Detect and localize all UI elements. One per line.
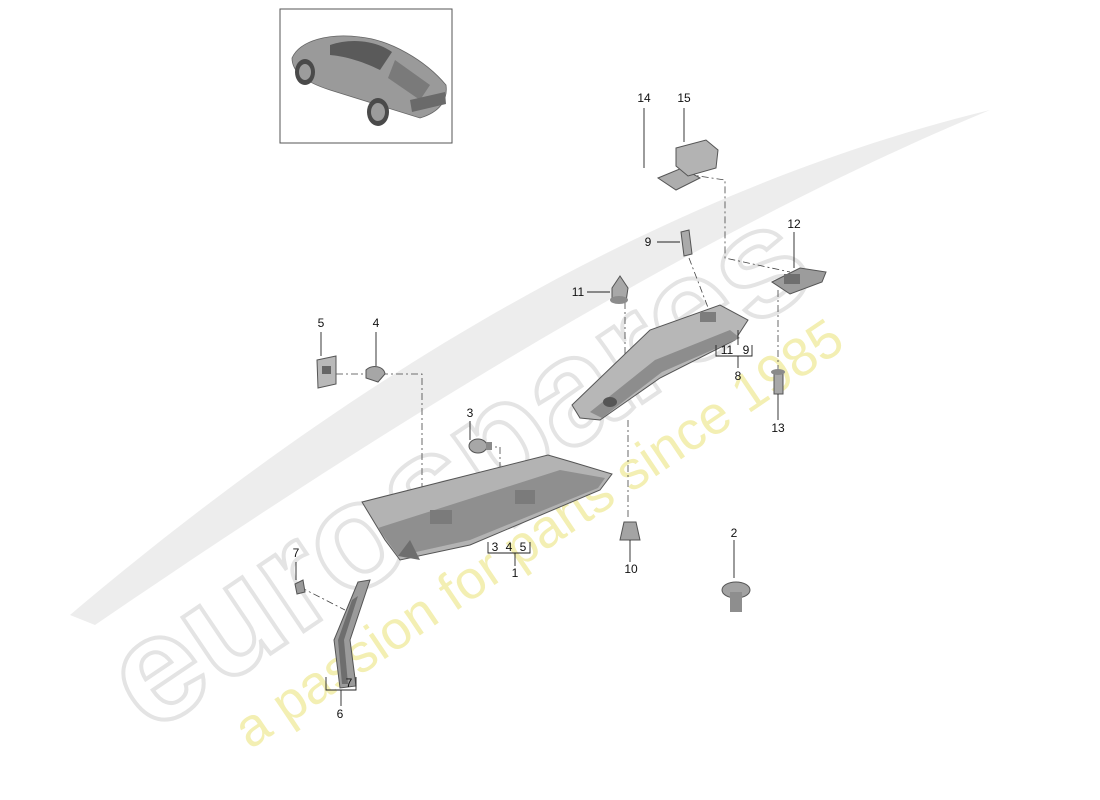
callout-3: 3 <box>467 406 474 420</box>
part-bracket <box>771 267 827 295</box>
group-8-ref-a: 11 <box>721 343 734 357</box>
group-1-ref-c: 5 <box>520 540 527 554</box>
callout-10: 10 <box>624 562 638 576</box>
callout-13: 13 <box>771 421 785 435</box>
watermark-swoosh <box>70 110 990 625</box>
part-screw <box>771 369 785 395</box>
leaders <box>295 108 795 706</box>
car-thumbnail-icon <box>291 35 447 126</box>
callout-4: 4 <box>373 316 380 330</box>
part-small-clip <box>294 579 306 595</box>
part-lower-trim <box>361 454 613 561</box>
part-grommet <box>468 438 492 454</box>
callout-14: 14 <box>637 91 651 105</box>
part-fastener-10 <box>619 521 641 541</box>
part-bolt <box>721 581 751 612</box>
callout-5: 5 <box>318 316 325 330</box>
part-upper-trim <box>571 304 749 421</box>
part-clip <box>365 366 386 383</box>
callout-7: 7 <box>293 546 300 560</box>
callout-6: 6 <box>337 707 344 721</box>
group-1-ref-a: 3 <box>492 540 499 554</box>
part-pad <box>316 355 337 389</box>
callout-1: 1 <box>512 566 519 580</box>
group-1-ref-b: 4 <box>506 540 513 554</box>
watermark: eurospares a passion for parts since 198… <box>70 110 990 764</box>
callouts: 14 15 9 12 11 5 4 3 13 2 7 10 1 8 6 3 4 … <box>293 91 801 721</box>
callout-15: 15 <box>677 91 691 105</box>
callout-12: 12 <box>787 217 801 231</box>
part-housing <box>675 139 719 177</box>
part-pin <box>680 229 693 257</box>
callout-9: 9 <box>645 235 652 249</box>
callout-8: 8 <box>735 369 742 383</box>
part-fastener-11 <box>610 275 629 304</box>
watermark-brand: eurospares <box>74 170 838 762</box>
car-thumbnail <box>279 8 453 144</box>
group-8-ref-b: 9 <box>743 343 750 357</box>
group-6-ref-a: 7 <box>346 676 353 690</box>
callout-11: 11 <box>572 285 585 299</box>
callout-2: 2 <box>731 526 738 540</box>
